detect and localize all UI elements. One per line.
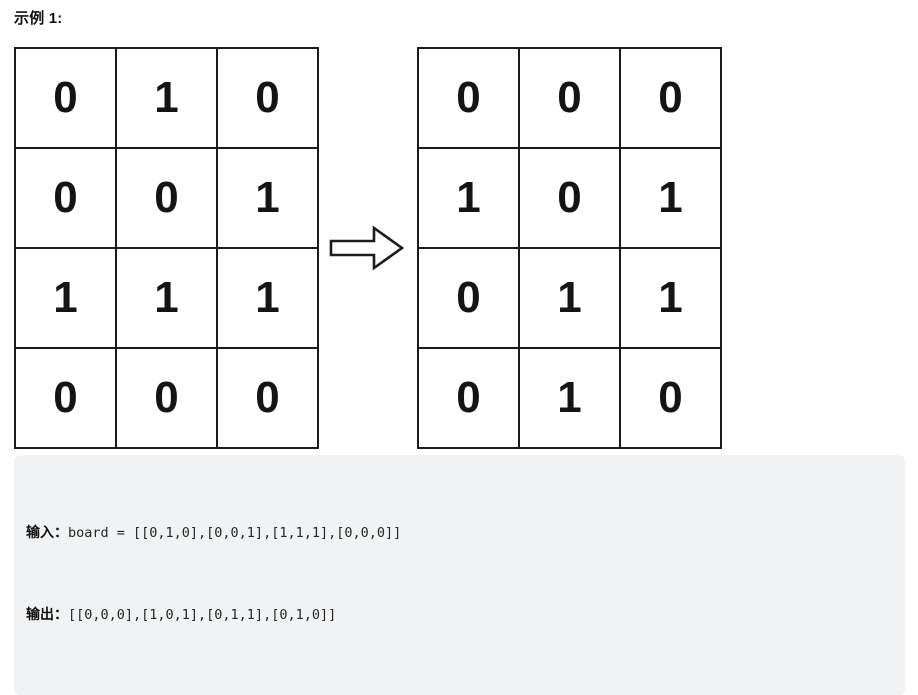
grid-cell: 1 bbox=[218, 249, 317, 347]
grid-cell: 0 bbox=[117, 149, 216, 247]
grid-cell: 0 bbox=[419, 249, 518, 347]
example-io-block: 输入：board = [[0,1,0],[0,0,1],[1,1,1],[0,0… bbox=[14, 455, 905, 695]
grid-cell: 1 bbox=[621, 149, 720, 247]
grid-cell: 0 bbox=[16, 149, 115, 247]
output-line: 输出：[[0,0,0],[1,0,1],[0,1,1],[0,1,0]] bbox=[26, 601, 893, 629]
grid-cell: 0 bbox=[621, 349, 720, 447]
input-value: board = [[0,1,0],[0,0,1],[1,1,1],[0,0,0]… bbox=[68, 525, 402, 541]
grid-cell: 1 bbox=[621, 249, 720, 347]
output-value: [[0,0,0],[1,0,1],[0,1,1],[0,1,0]] bbox=[68, 607, 337, 623]
example-title: 示例 1: bbox=[14, 10, 63, 27]
grid-cell: 0 bbox=[218, 49, 317, 147]
grid-cell: 0 bbox=[117, 349, 216, 447]
input-line: 输入：board = [[0,1,0],[0,0,1],[1,1,1],[0,0… bbox=[26, 519, 893, 547]
right-arrow-icon bbox=[329, 225, 405, 271]
grid-cell: 0 bbox=[520, 149, 619, 247]
grid-cell: 0 bbox=[16, 349, 115, 447]
grid-cell: 1 bbox=[419, 149, 518, 247]
grid-cell: 1 bbox=[520, 249, 619, 347]
grid-cell: 0 bbox=[419, 49, 518, 147]
input-label: 输入： bbox=[26, 524, 68, 540]
grid-cell: 0 bbox=[16, 49, 115, 147]
grid-cell: 0 bbox=[218, 349, 317, 447]
grid-cell: 1 bbox=[117, 249, 216, 347]
grid-cell: 0 bbox=[621, 49, 720, 147]
grid-cell: 1 bbox=[16, 249, 115, 347]
grid-cell: 0 bbox=[419, 349, 518, 447]
output-label: 输出： bbox=[26, 606, 68, 622]
grid-cell: 1 bbox=[218, 149, 317, 247]
grid-cell: 1 bbox=[520, 349, 619, 447]
grid-cell: 0 bbox=[520, 49, 619, 147]
grid-cell: 1 bbox=[117, 49, 216, 147]
